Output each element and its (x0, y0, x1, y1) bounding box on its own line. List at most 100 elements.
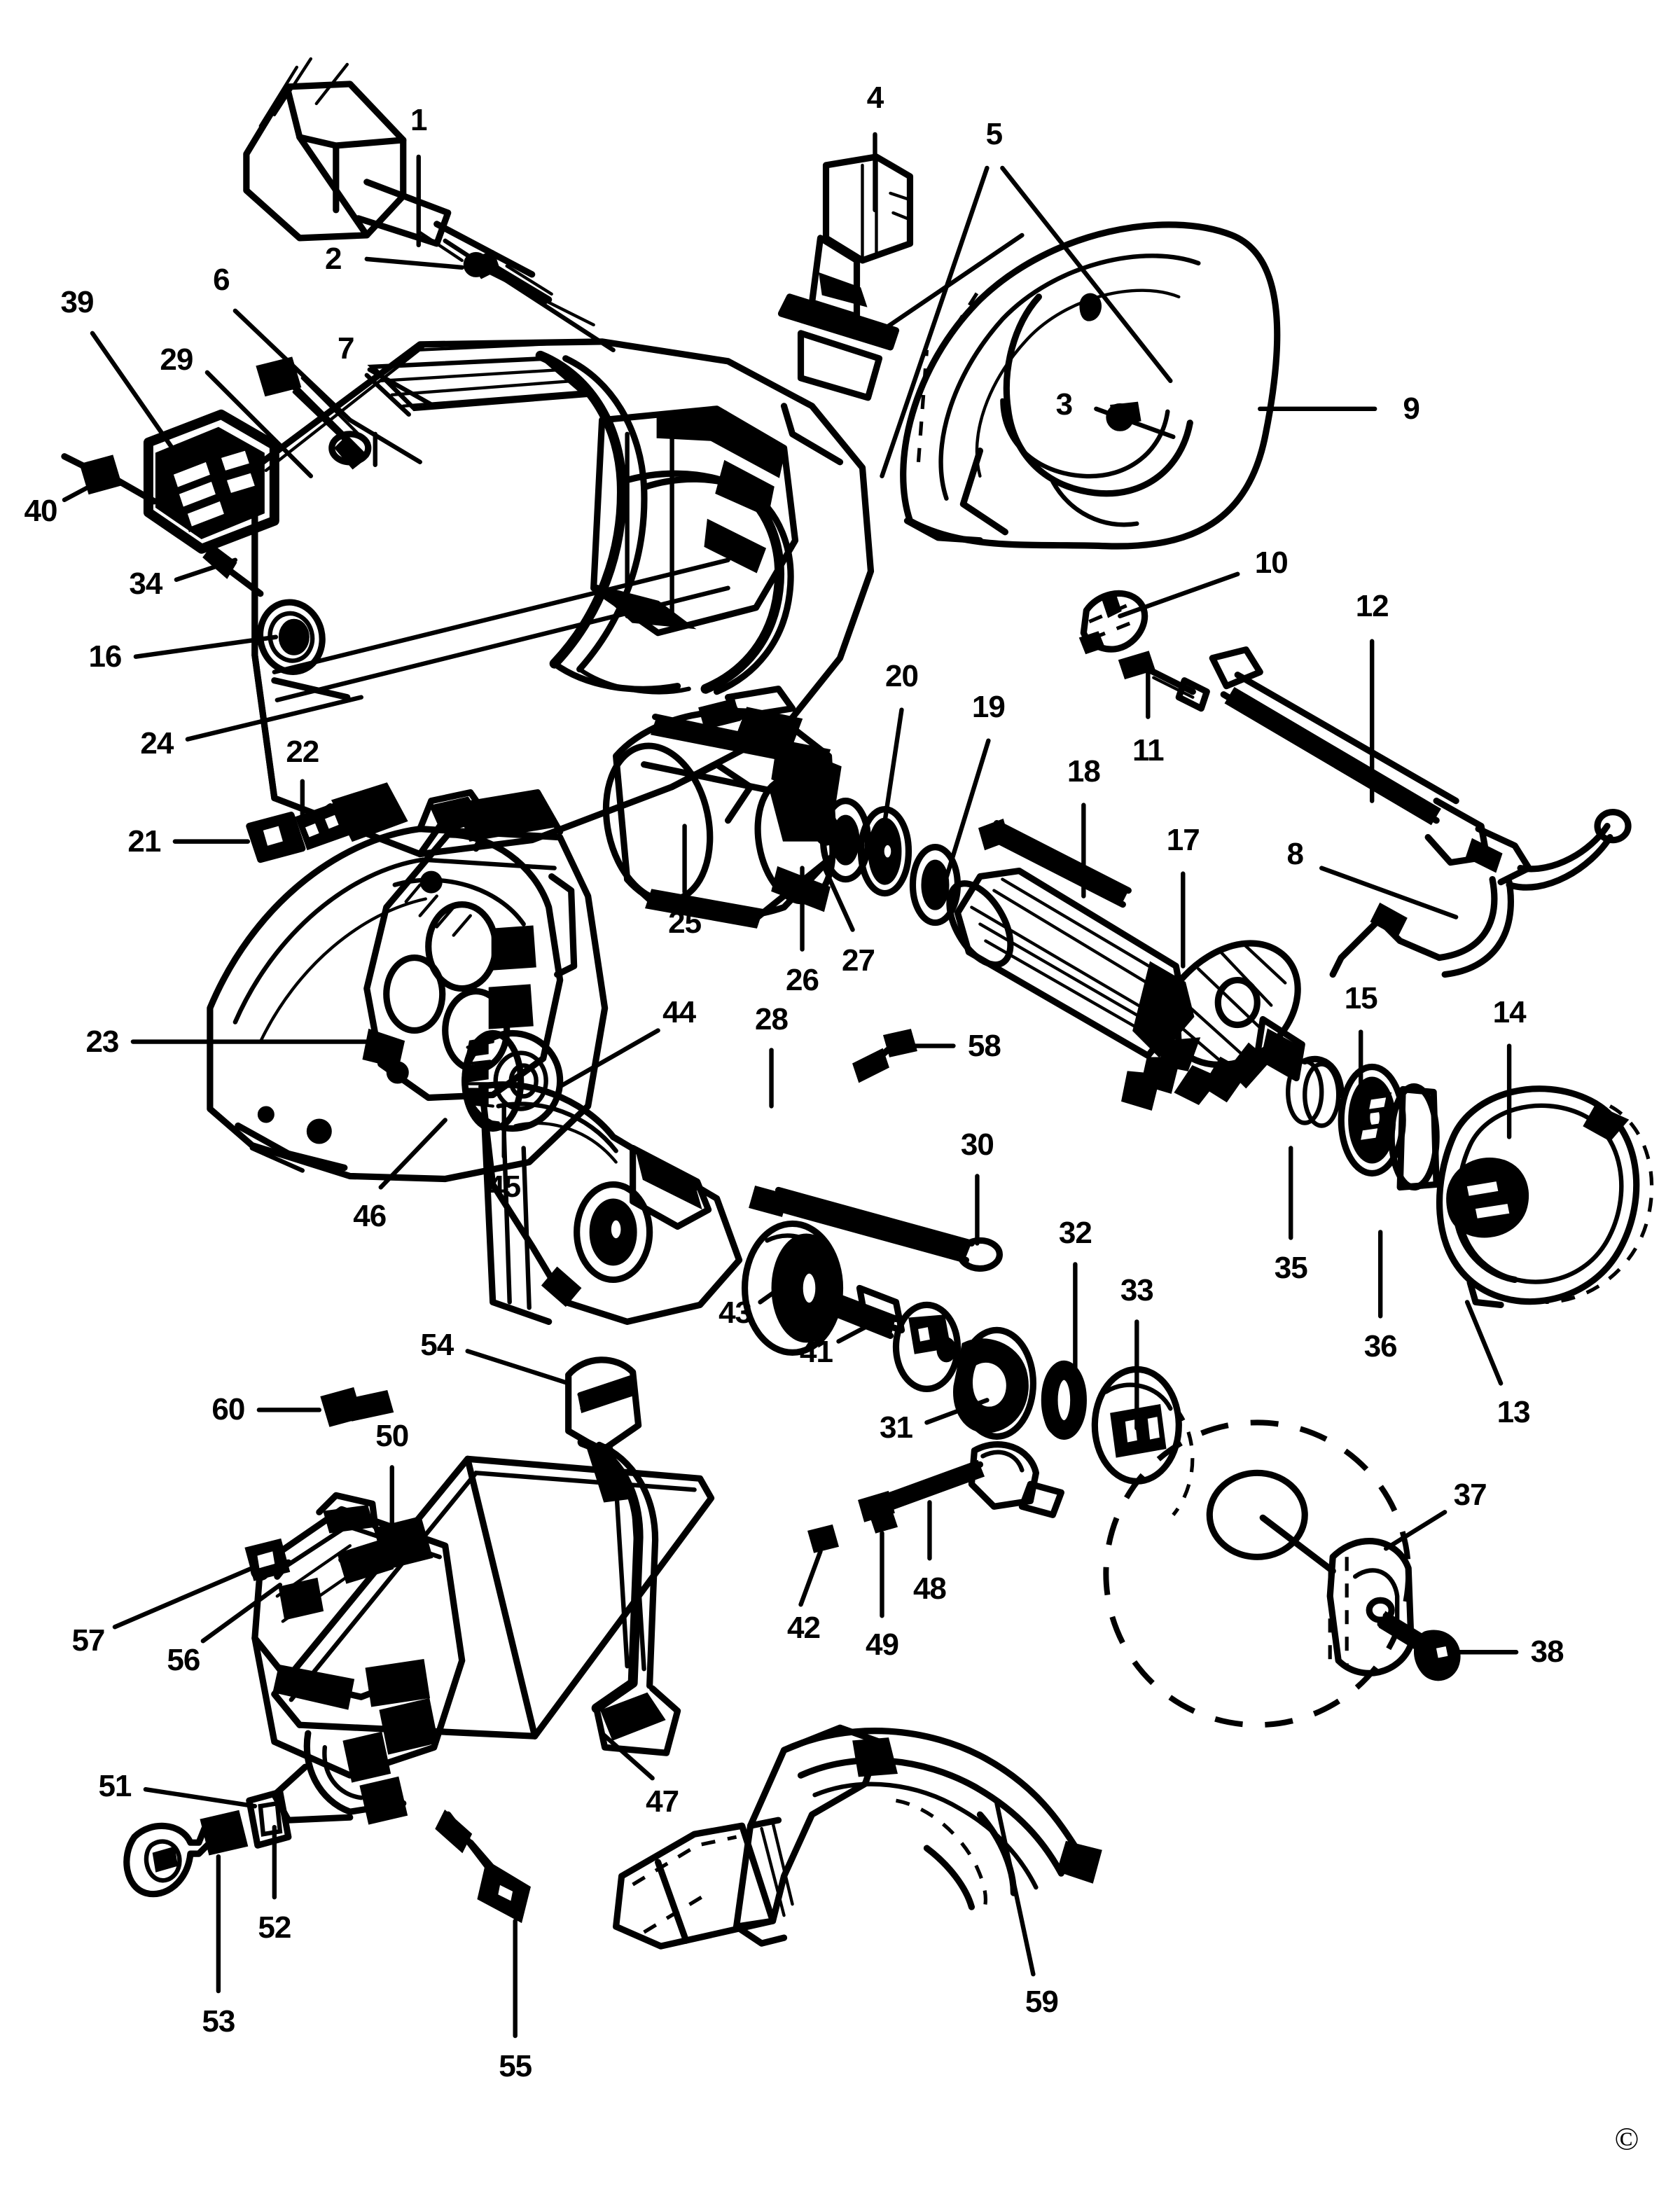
callout-number-34: 34 (129, 566, 162, 601)
callout-number-44: 44 (662, 994, 696, 1029)
leader-line-31 (924, 1398, 990, 1425)
part-37-blade-flange (1326, 1538, 1415, 1676)
callout-number-14: 14 (1492, 994, 1527, 1029)
callout-number-16: 16 (88, 639, 122, 674)
callout-number-17: 17 (1166, 822, 1200, 857)
callout-number-42: 42 (787, 1611, 821, 1646)
leader-line-3 (1094, 406, 1176, 440)
part-30-pin (749, 1186, 1004, 1272)
callout-number-29: 29 (160, 342, 193, 377)
callout-number-3: 3 (1055, 387, 1074, 422)
callout-number-58: 58 (967, 1028, 1001, 1063)
copyright-icon: © (1614, 2120, 1639, 2157)
part-18-tie-rod (978, 818, 1132, 908)
leader-line-40 (62, 473, 112, 502)
callout-number-11: 11 (1132, 732, 1165, 768)
leader-line-54 (465, 1349, 571, 1386)
part-53-wing-knob (123, 1822, 216, 1898)
callout-number-39: 39 (60, 284, 94, 319)
part-13-bushing (1446, 1158, 1529, 1238)
leader-line-47 (599, 1731, 655, 1781)
callout-number-33: 33 (1120, 1273, 1154, 1308)
armature-fan (1121, 940, 1301, 1111)
part-4-brush-holder (777, 153, 1025, 401)
part-21-brush-cap (246, 812, 306, 863)
part-48-spindle-lock (858, 1441, 1064, 1522)
callout-number-35: 35 (1274, 1251, 1308, 1286)
callout-number-28: 28 (755, 1001, 789, 1036)
callout-number-7: 7 (338, 331, 355, 366)
callout-number-40: 40 (24, 493, 57, 528)
callout-number-45: 45 (487, 1169, 521, 1204)
leader-line-10 (1118, 571, 1240, 618)
part-38-blade-bolt (1377, 1611, 1461, 1681)
callout-number-50: 50 (375, 1419, 409, 1454)
callout-number-15: 15 (1344, 980, 1378, 1015)
leader-line-34 (174, 557, 238, 582)
leader-line-13 (1464, 1300, 1504, 1386)
part-10-cord-clamp (1078, 590, 1148, 655)
leader-line-41 (836, 1314, 889, 1344)
part-43-bearing-large (741, 1220, 844, 1356)
part-23-gearcase (207, 789, 609, 1183)
part-31-bearing-stack (892, 1301, 1036, 1440)
callout-number-24: 24 (140, 725, 174, 761)
part-12-power-cord (1209, 646, 1632, 978)
leader-line-19 (943, 738, 991, 884)
part-54-shoe-plate (565, 1356, 642, 1454)
part-14-end-cap (1436, 1085, 1654, 1309)
callout-number-43: 43 (718, 1296, 752, 1331)
callout-number-27: 27 (842, 943, 875, 978)
part-28-blade-guard (478, 1081, 743, 1325)
leader-line-6 (232, 308, 352, 423)
callout-number-32: 32 (1058, 1216, 1092, 1251)
leader-line-59 (994, 1800, 1036, 1977)
callout-number-55: 55 (499, 2049, 532, 2084)
callout-number-41: 41 (800, 1335, 833, 1370)
callout-number-37: 37 (1453, 1478, 1487, 1513)
callout-number-19: 19 (971, 689, 1006, 724)
part-51-bracket (246, 1789, 292, 1849)
callout-number-47: 47 (646, 1784, 679, 1819)
callout-number-56: 56 (167, 1643, 200, 1678)
part-35-spring-washer (1286, 1055, 1345, 1128)
callout-number-12: 12 (1355, 588, 1389, 623)
callout-number-4: 4 (866, 80, 884, 115)
callout-number-60: 60 (211, 1392, 245, 1427)
leader-line-5 (880, 165, 990, 478)
callout-number-6: 6 (213, 262, 230, 297)
callout-number-9: 9 (1403, 391, 1420, 426)
callout-number-51: 51 (98, 1769, 132, 1804)
callout-number-54: 54 (420, 1328, 454, 1363)
callout-number-21: 21 (127, 824, 161, 859)
callout-number-38: 38 (1530, 1634, 1564, 1669)
callout-number-46: 46 (353, 1199, 387, 1234)
callout-number-36: 36 (1363, 1329, 1398, 1364)
leader-line-20 (880, 707, 904, 842)
callout-number-53: 53 (202, 2004, 235, 2039)
leader-line-7 (367, 367, 436, 409)
part-58-screw (852, 1029, 917, 1083)
callout-number-26: 26 (786, 962, 819, 997)
callout-number-49: 49 (865, 1627, 899, 1662)
callout-number-31: 31 (879, 1410, 913, 1445)
leader-line-39 (90, 331, 185, 464)
leader-line-24 (185, 695, 363, 742)
callout-number-10: 10 (1254, 545, 1289, 580)
callout-number-52: 52 (258, 1910, 291, 1945)
leader-line-27 (822, 866, 855, 932)
leader-line-43 (758, 1276, 796, 1305)
part-9-motor-cover (900, 221, 1281, 550)
motor-bracket-assembly (250, 1492, 466, 1825)
part-17-armature (946, 868, 1305, 1111)
callout-number-25: 25 (668, 905, 702, 940)
callout-number-2: 2 (325, 241, 342, 276)
part-41-shaft (831, 1284, 905, 1339)
leader-line-8 (1319, 866, 1459, 919)
leader-line-57 (112, 1566, 255, 1630)
callout-number-1: 1 (410, 102, 428, 137)
part-49-pin (868, 1507, 898, 1534)
leader-line-2 (364, 256, 464, 270)
